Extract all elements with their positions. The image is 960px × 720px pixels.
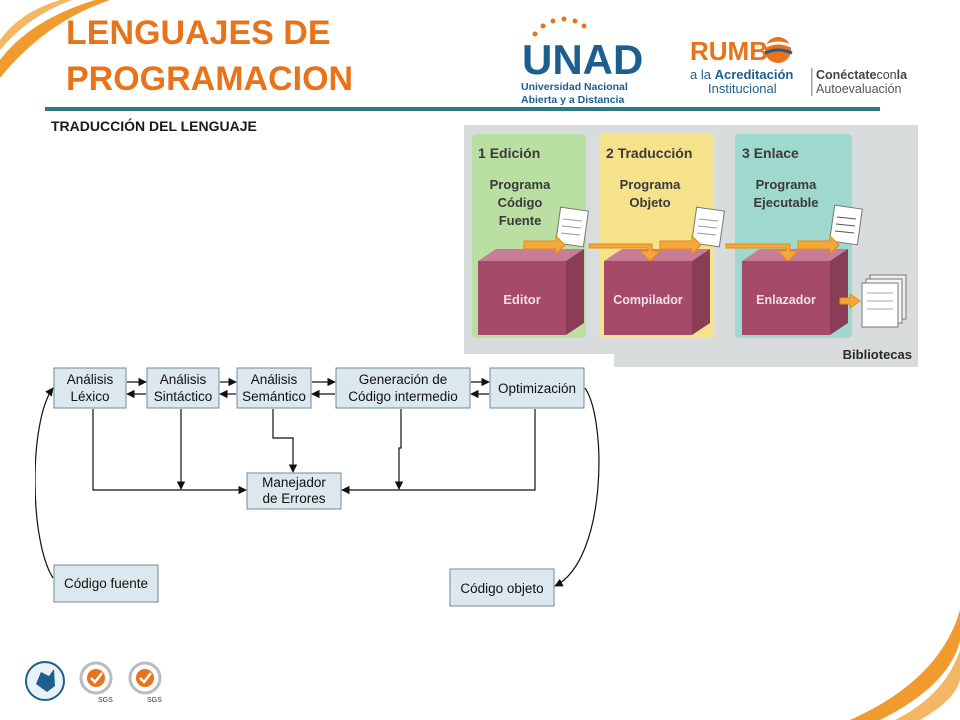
errores-line1: Manejador: [262, 475, 326, 490]
sgs-certification-icon: SGS: [79, 661, 113, 704]
tool-compiler: Compilador: [613, 293, 683, 307]
phase-connectors: [126, 377, 490, 399]
slide-title-line1: LENGUAJES DE: [66, 14, 331, 52]
sgs-certification-icon-2: SGS: [128, 661, 162, 704]
rumbo-wordmark: RUMB: [690, 36, 768, 66]
lexico-line1: Análisis: [67, 372, 114, 387]
rumbo-line2: Institucional: [708, 81, 777, 96]
phase-1-name: Edición: [490, 145, 541, 161]
footer-certification-logos: SGS SGS: [25, 661, 162, 704]
phase-3-number: 3: [742, 145, 750, 161]
sintactico-line1: Análisis: [160, 372, 207, 387]
unad-wordmark: UNAD: [522, 36, 643, 83]
box-codigo-objeto: Código objeto: [449, 568, 555, 607]
rumbo-line1: a la Acreditación: [690, 67, 793, 82]
sgs-label-1: SGS: [98, 697, 113, 704]
phase-2-product-1: Programa: [620, 177, 681, 192]
phase-3-product-1: Programa: [756, 177, 817, 192]
sintactico-line2: Sintáctico: [154, 389, 213, 404]
libraries-label: Bibliotecas: [843, 347, 912, 362]
phase-3-product-2: Ejecutable: [753, 195, 818, 210]
corner-swoosh-top-left: [0, 0, 110, 78]
box-codigo-fuente: Código fuente: [53, 564, 159, 603]
rumbo-line1b: Acreditación: [715, 67, 794, 82]
build-process-illustration: 1 Edición Programa Código Fuente Editor …: [464, 125, 918, 367]
phase-2-name: Traducción: [618, 145, 693, 161]
semantico-line2: Semántico: [242, 389, 306, 404]
box-manejador-errores: Manejador de Errores: [246, 472, 342, 510]
phase-3-heading: 3 Enlace: [742, 145, 799, 161]
rumbo-line1a: a la: [690, 67, 715, 82]
rumbo-separator: [811, 68, 813, 96]
compiler-phases-diagram: Análisis Léxico Análisis Sintáctico Anál…: [35, 367, 600, 607]
phase-traduccion: 2 Traducción Programa Objeto Compilador: [599, 134, 714, 338]
phase-1-heading: 1 Edición: [478, 145, 540, 161]
rumbo-tag1c: la: [897, 68, 908, 82]
unad-wordmark-text: UNAD: [522, 36, 643, 83]
compiler-block-icon: Compilador: [604, 249, 710, 335]
sgs-label-2: SGS: [147, 697, 162, 704]
phase-enlace: 3 Enlace Programa Ejecutable Enlazador: [735, 134, 852, 338]
phase-1-product-3: Fuente: [499, 213, 542, 228]
unad-line1: Universidad Nacional: [521, 81, 628, 93]
slide-subtitle: TRADUCCIÓN DEL LENGUAJE: [51, 118, 257, 134]
flow-arrows: [523, 234, 861, 309]
rumbo-tag1b: con: [876, 68, 896, 82]
rumbo-tag2: Autoevaluación: [816, 82, 902, 96]
executable-document-icon: [829, 204, 863, 246]
title-divider: [45, 107, 880, 111]
unad-line2: Abierta y a Distancia: [521, 94, 624, 106]
libraries-stack-icon: [861, 274, 907, 328]
phase-1-number: 1: [478, 145, 486, 161]
rumbo-logo: RUMB a la Acreditación Institucional Con…: [690, 36, 908, 96]
box-optimizacion: Optimización: [489, 367, 585, 409]
rumbo-tag1a: Conéctate: [816, 68, 876, 82]
phase-2-number: 2: [606, 145, 614, 161]
slide-title-line2: PROGRAMACION: [66, 60, 354, 98]
semantico-line1: Análisis: [251, 372, 298, 387]
phase-2-product-2: Objeto: [629, 195, 670, 210]
phase-1-product-2: Código: [498, 195, 543, 210]
object-document-icon: [691, 206, 725, 248]
corner-swoosh-bottom-right: [850, 610, 960, 720]
tool-linker: Enlazador: [756, 293, 816, 307]
curved-connectors: [35, 387, 600, 587]
phase-1-product-1: Programa: [490, 177, 551, 192]
unad-dots-icon: [532, 16, 587, 37]
fuente-label: Código fuente: [64, 576, 148, 591]
unad-logo: UNAD Universidad Nacional Abierta y a Di…: [521, 16, 643, 106]
errores-line2: de Errores: [262, 491, 325, 506]
lexico-line2: Léxico: [70, 389, 109, 404]
linker-block-icon: Enlazador: [742, 249, 848, 335]
intermedio-line1: Generación de: [359, 372, 448, 387]
objeto-label: Código objeto: [460, 581, 543, 596]
error-connectors: [92, 409, 536, 495]
editor-block-icon: Editor: [478, 249, 584, 335]
phase-2-heading: 2 Traducción: [606, 145, 692, 161]
intermedio-line2: Código intermedio: [348, 389, 458, 404]
tool-editor: Editor: [503, 292, 541, 307]
phase-3-name: Enlace: [754, 145, 799, 161]
box-codigo-intermedio: Generación de Código intermedio: [335, 367, 471, 409]
slide-title: LENGUAJES DE PROGRAMACION: [66, 10, 353, 102]
rumbo-globe-icon: [764, 37, 793, 63]
source-document-icon: [555, 206, 589, 248]
box-analisis-semantico: Análisis Semántico: [236, 367, 312, 409]
box-analisis-sintactico: Análisis Sintáctico: [146, 367, 220, 409]
rumbo-tag1: Conéctateconla: [816, 68, 908, 82]
box-analisis-lexico: Análisis Léxico: [53, 367, 127, 409]
phase-edicion: 1 Edición Programa Código Fuente Editor: [472, 134, 586, 338]
colombia-emblem-icon: [25, 661, 65, 701]
optimizacion-label: Optimización: [498, 381, 576, 396]
